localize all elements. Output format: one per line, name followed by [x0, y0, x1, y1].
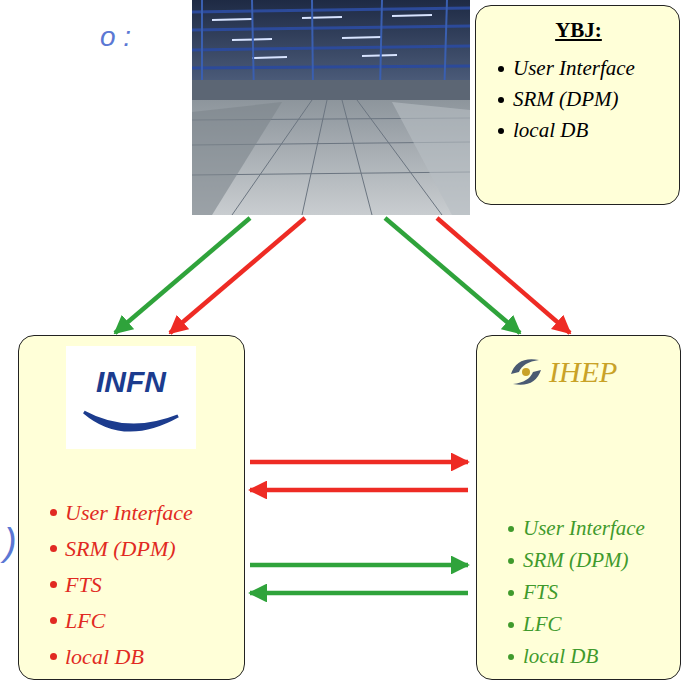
logo-swirl — [505, 352, 547, 392]
site-node: YBJ: User InterfaceSRM (DPM) local DB — [192, 0, 683, 215]
service-item: SRM (DPM) — [65, 536, 176, 562]
service-item: User Interface — [65, 500, 193, 526]
bullet-dot — [50, 617, 57, 624]
center-node: IHEP User InterfaceSRM (DPM) FTS LFC local D… — [476, 335, 681, 680]
flow-arrow — [385, 218, 520, 333]
service-item: LFC — [523, 612, 562, 637]
flow-arrow — [170, 218, 305, 333]
bullet-dot — [50, 509, 57, 516]
bullet-dot — [508, 526, 514, 532]
site-heading: YBJ: — [476, 18, 681, 43]
bullet-dot — [50, 581, 57, 588]
service-item: SRM (DPM) — [523, 548, 629, 573]
detector-hall-photo — [192, 0, 470, 215]
bullet-dot — [498, 66, 504, 72]
service-item: LFC — [65, 608, 105, 634]
service-item: FTS — [65, 572, 102, 598]
service-item: local DB — [513, 118, 588, 143]
service-item: User Interface — [513, 56, 635, 81]
logo-arc — [66, 406, 196, 446]
service-item: SRM (DPM) — [513, 87, 619, 112]
bullet-dot — [508, 622, 514, 628]
bullet-dot — [508, 654, 514, 660]
service-item: local DB — [523, 644, 598, 669]
cutoff-bracket-text: ) — [4, 520, 17, 566]
site-panel: YBJ: User InterfaceSRM (DPM) local DB — [475, 5, 680, 205]
logo-text: IHEP — [549, 354, 617, 390]
bullet-dot — [50, 545, 57, 552]
bullet-dot — [498, 97, 504, 103]
flow-arrow — [250, 563, 468, 568]
flow-arrow — [250, 488, 468, 493]
flow-arrow — [115, 218, 250, 333]
cutoff-title-text: o : — [100, 20, 131, 54]
service-item: local DB — [65, 644, 144, 670]
flow-arrow — [437, 218, 570, 333]
flow-arrow — [250, 591, 468, 596]
bullet-dot — [508, 590, 514, 596]
service-item: FTS — [523, 580, 558, 605]
bullet-dot — [498, 128, 504, 134]
logo-text: INFN — [66, 364, 196, 400]
bullet-dot — [50, 653, 57, 660]
flow-arrow — [250, 460, 468, 465]
bullet-dot — [508, 558, 514, 564]
center-node: INFN User InterfaceSRM (DPM) FTS LFC local D… — [18, 335, 245, 680]
service-item: User Interface — [523, 516, 645, 541]
